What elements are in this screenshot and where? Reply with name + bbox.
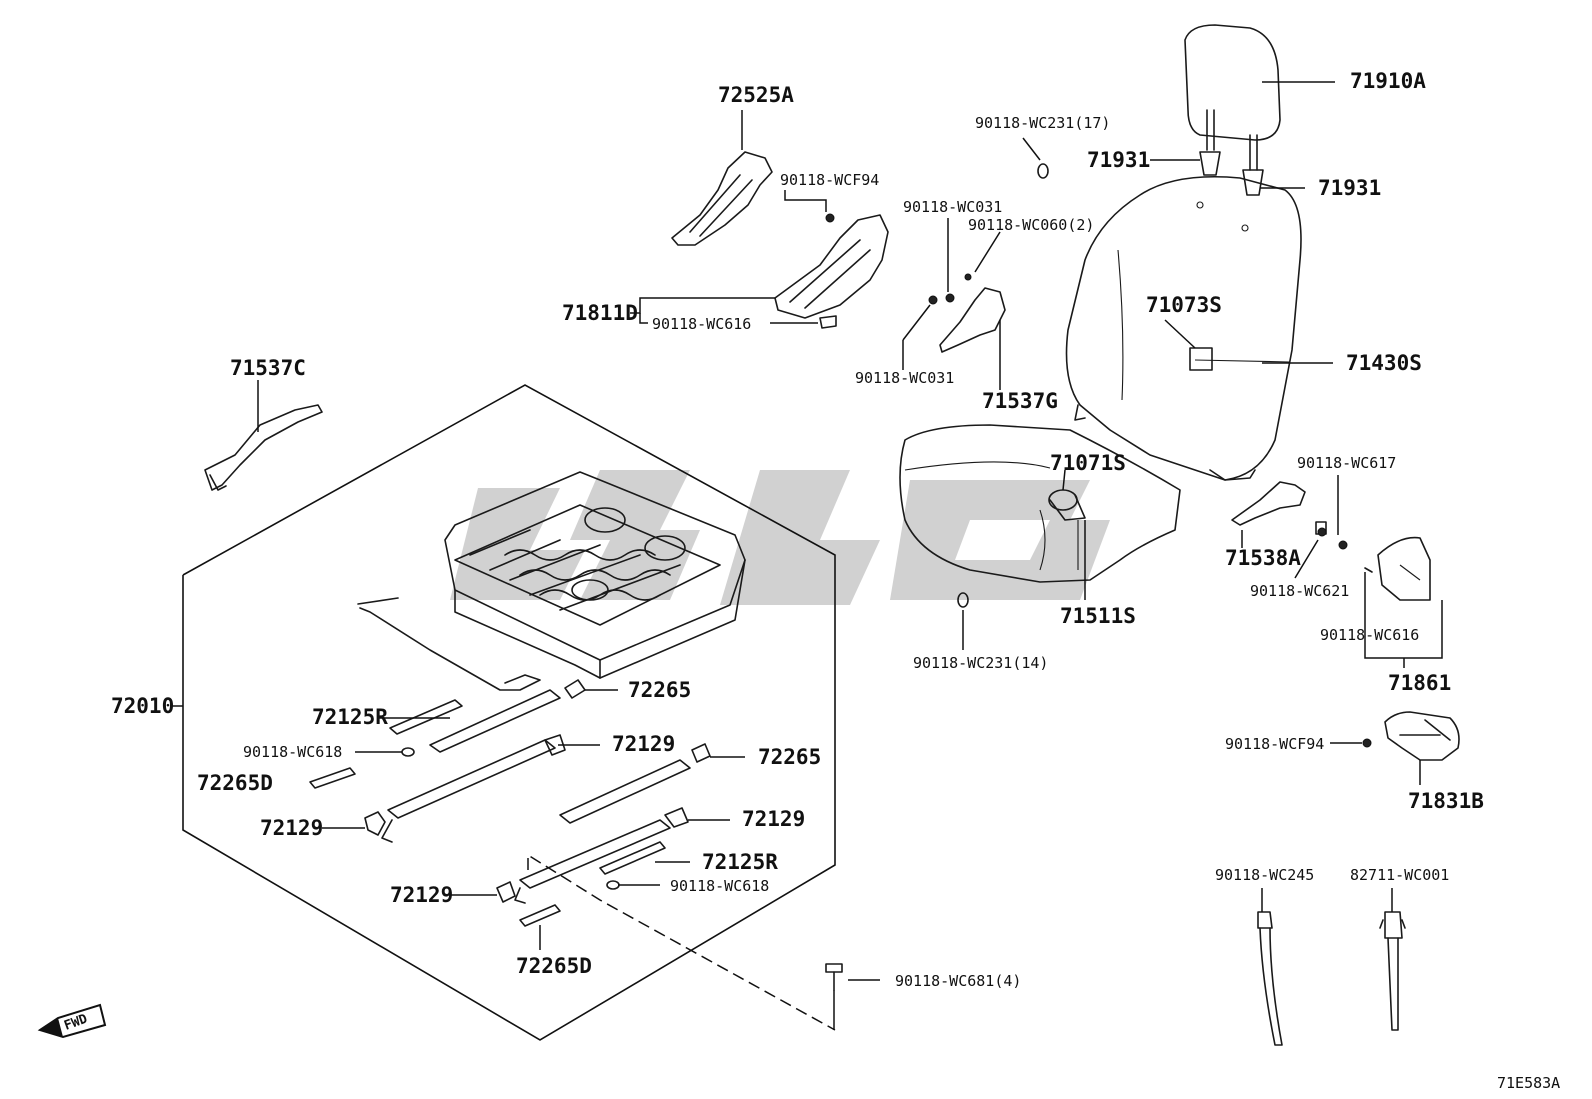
label-71931-b: 71931	[1318, 176, 1381, 200]
label-90118-WCF94-b: 90118-WCF94	[1225, 735, 1324, 753]
label-90118-WC618-b: 90118-WC618	[670, 877, 769, 895]
watermark-logo	[450, 470, 1110, 605]
label-90118-WC621: 90118-WC621	[1250, 582, 1349, 600]
label-90118-WC681-4: 90118-WC681(4)	[895, 972, 1021, 990]
label-72265-a: 72265	[628, 678, 691, 702]
bolt-90118-WC681	[825, 963, 843, 991]
label-90118-WC031-b: 90118-WC031	[855, 369, 954, 387]
label-72125R-b: 72125R	[702, 850, 778, 874]
label-71811D: 71811D	[562, 301, 638, 325]
recliner-cover-71811D	[774, 213, 889, 329]
label-71537C: 71537C	[230, 356, 306, 380]
label-90118-WC617: 90118-WC617	[1297, 454, 1396, 472]
bracket-71537G	[928, 273, 1006, 353]
headrest-drawing	[1184, 24, 1281, 196]
misc-clips	[957, 163, 1327, 608]
label-71931-a: 71931	[1087, 148, 1150, 172]
label-72129-c: 72129	[742, 807, 805, 831]
bracket-71538A	[1231, 481, 1348, 550]
label-90118-WC618-a: 90118-WC618	[243, 743, 342, 761]
seat-wire	[357, 597, 541, 691]
label-71537G: 71537G	[982, 389, 1058, 413]
label-90118-WC616-a: 90118-WC616	[652, 315, 751, 333]
seat-frame-drawing	[444, 471, 746, 679]
label-71910A: 71910A	[1350, 69, 1426, 93]
slide-rails	[381, 689, 691, 904]
label-90118-WC245: 90118-WC245	[1215, 866, 1314, 884]
part-labels: 72525A 90118-WCF94 71811D 90118-WC616 71…	[111, 69, 1560, 1092]
label-72125R-a: 72125R	[312, 705, 388, 729]
seat-frame-assembly-box	[182, 384, 836, 1041]
label-90118-WCF94-a: 90118-WCF94	[780, 171, 879, 189]
seat-cushion-drawing	[899, 424, 1181, 583]
label-82711-WC001: 82711-WC001	[1350, 866, 1449, 884]
handle-72525A	[671, 151, 773, 246]
label-71073S: 71073S	[1146, 293, 1222, 317]
seat-back-drawing	[1065, 175, 1302, 481]
label-90118-WC616-b: 90118-WC616	[1320, 626, 1419, 644]
side-cover-71861	[1364, 536, 1431, 601]
label-71511S: 71511S	[1060, 604, 1136, 628]
fwd-arrow-icon: FWD	[37, 1003, 107, 1039]
label-71831B: 71831B	[1408, 789, 1484, 813]
label-72525A: 72525A	[718, 83, 794, 107]
label-71861: 71861	[1388, 671, 1451, 695]
cover-71831B	[1362, 711, 1460, 761]
label-72129-a: 72129	[612, 732, 675, 756]
label-72010: 72010	[111, 694, 174, 718]
label-71430S: 71430S	[1346, 351, 1422, 375]
diagram-id: 71E583A	[1497, 1074, 1560, 1092]
label-72129-d: 72129	[390, 883, 453, 907]
label-71538A: 71538A	[1225, 546, 1301, 570]
label-72129-b: 72129	[260, 816, 323, 840]
lever-71537C	[204, 404, 323, 491]
label-90118-WC231-17: 90118-WC231(17)	[975, 114, 1110, 132]
label-71071S: 71071S	[1050, 451, 1126, 475]
cable-ties	[1257, 911, 1406, 1046]
label-72265D-b: 72265D	[516, 954, 592, 978]
label-90118-WC231-14: 90118-WC231(14)	[913, 654, 1048, 672]
label-72265-b: 72265	[758, 745, 821, 769]
label-90118-WC060-2: 90118-WC060(2)	[968, 216, 1094, 234]
leader-lines	[172, 81, 1443, 1031]
label-72265D-a: 72265D	[197, 771, 273, 795]
label-90118-WC031-a: 90118-WC031	[903, 198, 1002, 216]
